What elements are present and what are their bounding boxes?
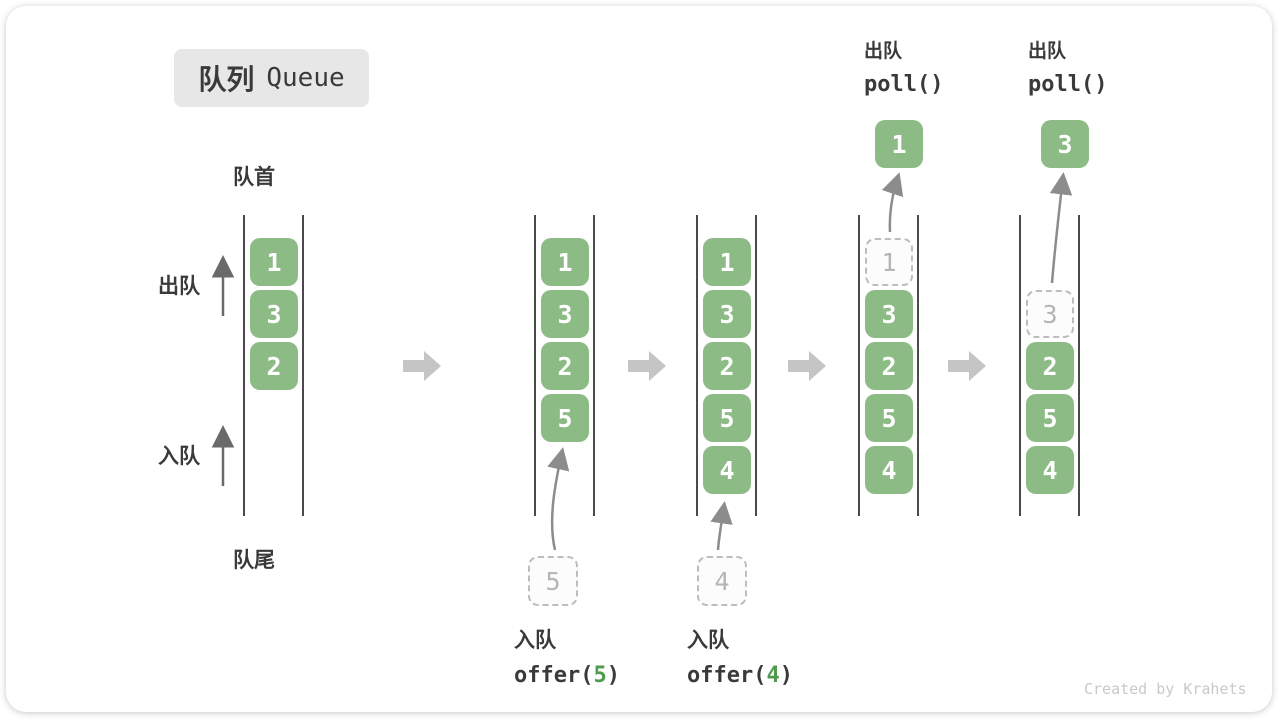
dequeued-value-box: 1: [875, 120, 923, 168]
queue-item: 1: [703, 238, 751, 286]
dequeue-op-code: poll(): [864, 72, 944, 97]
incoming-value-ghost-box: 4: [697, 556, 747, 606]
title-badge: 队列 Queue: [174, 49, 369, 107]
code-suffix: ): [779, 663, 793, 688]
title-en: Queue: [266, 63, 345, 93]
queue-item: 2: [250, 342, 298, 390]
queue-item-ghost: 3: [1026, 290, 1074, 338]
queue-item: 2: [865, 342, 913, 390]
queue-item: 3: [703, 290, 751, 338]
dequeue-side-label: 出队: [158, 275, 200, 298]
queue-item: 4: [1026, 446, 1074, 494]
queue-item: 2: [541, 342, 589, 390]
code-suffix: ): [606, 663, 620, 688]
arrows-layer: [211, 172, 1073, 551]
queue-item: 5: [703, 394, 751, 442]
incoming-value-ghost-box: 5: [528, 556, 578, 606]
enqueue-side-label: 入队: [158, 445, 200, 468]
dequeue-op-caption: 出队 poll(): [1028, 36, 1107, 97]
code-prefix: offer(: [687, 663, 767, 688]
enqueue-op-code: offer(5): [514, 663, 620, 688]
queue-item: 5: [1026, 394, 1074, 442]
queue-item: 3: [865, 290, 913, 338]
dequeued-value-box: 3: [1041, 120, 1089, 168]
code-arg: 5: [593, 663, 607, 688]
queue-item: 4: [865, 446, 913, 494]
queue-item: 3: [250, 290, 298, 338]
enqueue-op-caption: 入队 offer(5): [514, 624, 620, 688]
queue-item: 2: [1026, 342, 1074, 390]
dequeue-op-zh: 出队: [1028, 41, 1067, 62]
queue-item: 5: [541, 394, 589, 442]
enqueue-op-code: offer(4): [687, 663, 793, 688]
dequeue-op-caption: 出队 poll(): [864, 36, 943, 97]
queue-item: 5: [865, 394, 913, 442]
queue-item: 1: [541, 238, 589, 286]
queue-item: 2: [703, 342, 751, 390]
queue-item: 4: [703, 446, 751, 494]
title-zh: 队列: [198, 64, 255, 95]
queue-rear-label: 队尾: [233, 549, 275, 572]
queue-item: 1: [250, 238, 298, 286]
queue-item: 3: [541, 290, 589, 338]
queue-item-ghost: 1: [865, 238, 913, 286]
enqueue-op-caption: 入队 offer(4): [687, 624, 793, 688]
queue-front-label: 队首: [233, 166, 275, 189]
code-arg: 4: [766, 663, 780, 688]
code-prefix: offer(: [514, 663, 594, 688]
watermark: Created by Krahets: [1084, 680, 1247, 698]
dequeue-op-zh: 出队: [864, 41, 903, 62]
enqueue-op-zh: 入队: [514, 629, 556, 652]
dequeue-op-code: poll(): [1028, 72, 1108, 97]
enqueue-op-zh: 入队: [687, 629, 729, 652]
